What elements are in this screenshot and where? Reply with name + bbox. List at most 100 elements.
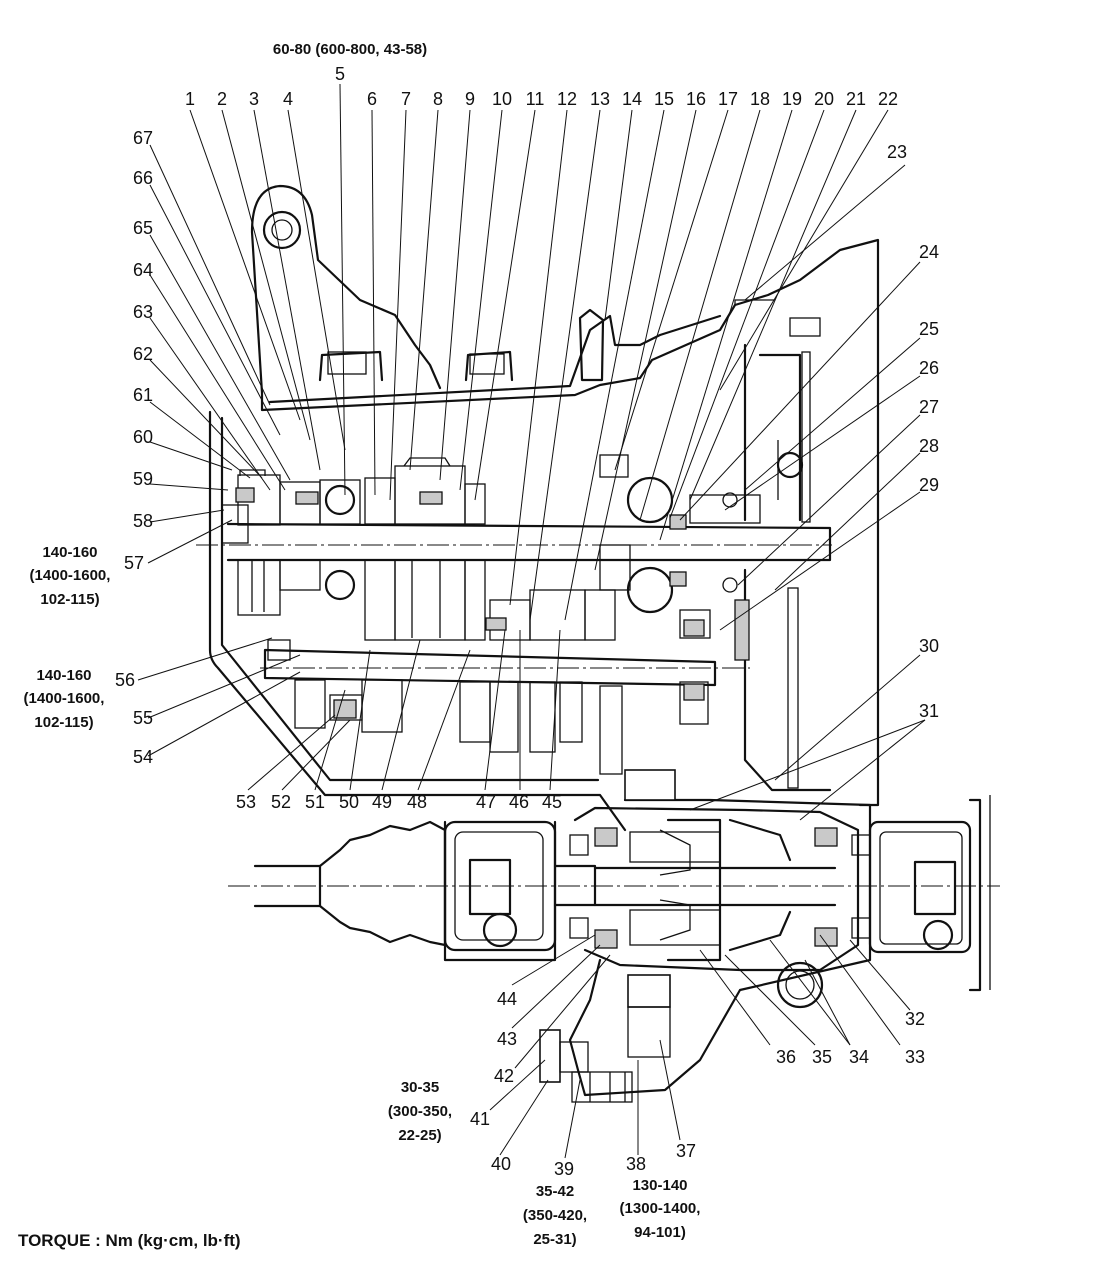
part-label-37: 37 [676,1141,696,1161]
part-label-44: 44 [497,989,517,1009]
torque-spec-left-upper-3: 102-115) [40,591,99,608]
part-label-59: 59 [133,469,153,489]
torque-spec-left-lower-2: (1400-1600, [24,690,105,707]
part-label-55: 55 [133,708,153,728]
torque-spec-left-lower-3: 102-115) [34,714,93,731]
part-label-51: 51 [305,792,325,812]
part-label-48: 48 [407,792,427,812]
torque-spec-41-1: 30-35 [401,1079,439,1096]
part-label-57: 57 [124,553,144,573]
output-gears [489,454,761,641]
part-label-62: 62 [133,344,153,364]
part-label-22: 22 [878,89,898,109]
part-label-9: 9 [465,89,475,109]
torque-spec-left-upper-1: 140-160 [42,544,97,561]
part-label-3: 3 [249,89,259,109]
countershaft-gears [294,619,709,775]
part-label-38: 38 [626,1154,646,1174]
part-label-67: 67 [133,128,153,148]
part-label-49: 49 [372,792,392,812]
left-drive-shaft [253,820,597,962]
part-label-7: 7 [401,89,411,109]
part-label-40: 40 [491,1154,511,1174]
input-gears [237,457,486,641]
part-label-32: 32 [905,1009,925,1029]
part-label-56: 56 [115,670,135,690]
part-label-28: 28 [919,436,939,456]
part-label-36: 36 [776,1047,796,1067]
part-label-65: 65 [133,218,153,238]
part-label-11: 11 [526,89,545,109]
part-label-61: 61 [133,385,153,405]
part-label-39: 39 [554,1159,574,1179]
part-label-46: 46 [509,792,529,812]
part-label-58: 58 [133,511,153,531]
torque-spec-38-3: 94-101) [634,1224,686,1241]
part-label-25: 25 [919,319,939,339]
torque-spec-39-3: 25-31) [533,1231,576,1248]
part-label-54: 54 [133,747,153,767]
part-label-6: 6 [367,89,377,109]
part-label-41: 41 [470,1109,490,1129]
part-label-35: 35 [812,1047,832,1067]
part-label-27: 27 [919,397,939,417]
part-label-66: 66 [133,168,153,188]
torque-spec-38-2: (1300-1400, [620,1200,701,1217]
leader-lines [137,83,926,1159]
part-label-21: 21 [846,89,866,109]
torque-spec-top: 60-80 (600-800, 43-58) [273,41,427,58]
part-label-63: 63 [133,302,153,322]
top-part-labels: 1 2 3 4 5 6 7 8 9 10 11 12 13 14 15 16 1… [185,64,898,109]
differential [568,769,872,1097]
torque-spec-39-2: (350-420, [523,1207,587,1224]
part-label-12: 12 [557,89,577,109]
part-label-29: 29 [919,475,939,495]
part-label-52: 52 [271,792,291,812]
part-label-30: 30 [919,636,939,656]
part-label-31: 31 [919,701,939,721]
part-label-26: 26 [919,358,939,378]
torque-specs: 60-80 (600-800, 43-58) 140-160 (1400-160… [24,41,701,1248]
part-label-15: 15 [654,89,674,109]
part-label-19: 19 [782,89,802,109]
torque-spec-41-2: (300-350, [388,1103,452,1120]
part-label-34: 34 [849,1047,869,1067]
part-label-20: 20 [814,89,834,109]
part-label-10: 10 [492,89,512,109]
part-label-50: 50 [339,792,359,812]
part-label-18: 18 [750,89,770,109]
torque-spec-38-1: 130-140 [632,1177,687,1194]
part-label-45: 45 [542,792,562,812]
part-label-23: 23 [887,142,907,162]
part-label-24: 24 [919,242,939,262]
part-label-17: 17 [718,89,738,109]
part-label-5: 5 [335,64,345,84]
part-label-14: 14 [622,89,642,109]
transaxle-drawing [196,184,1000,1103]
part-label-47: 47 [476,792,496,812]
part-label-53: 53 [236,792,256,812]
part-label-4: 4 [283,89,293,109]
part-label-42: 42 [494,1066,514,1086]
right-part-labels: 23 24 25 26 27 28 29 30 31 32 33 [887,142,939,1067]
part-label-16: 16 [686,89,706,109]
part-label-8: 8 [433,89,443,109]
part-label-33: 33 [905,1047,925,1067]
part-label-60: 60 [133,427,153,447]
part-label-2: 2 [217,89,227,109]
torque-spec-left-upper-2: (1400-1600, [30,567,111,584]
torque-spec-39-1: 35-42 [536,1183,574,1200]
torque-spec-left-lower-1: 140-160 [36,667,91,684]
part-label-13: 13 [590,89,610,109]
left-part-labels: 67 66 65 64 63 62 61 60 59 58 57 56 55 5… [115,128,153,767]
bottom-bolts [539,1029,633,1103]
torque-spec-41-3: 22-25) [398,1127,441,1144]
part-label-64: 64 [133,260,153,280]
bottom-part-labels: 53 52 51 50 49 48 47 46 45 44 43 42 41 4… [236,792,869,1179]
torque-unit-legend: TORQUE : Nm (kg·cm, lb·ft) [18,1231,241,1250]
part-label-1: 1 [185,89,195,109]
right-drive-shaft [868,795,991,992]
part-label-43: 43 [497,1029,517,1049]
